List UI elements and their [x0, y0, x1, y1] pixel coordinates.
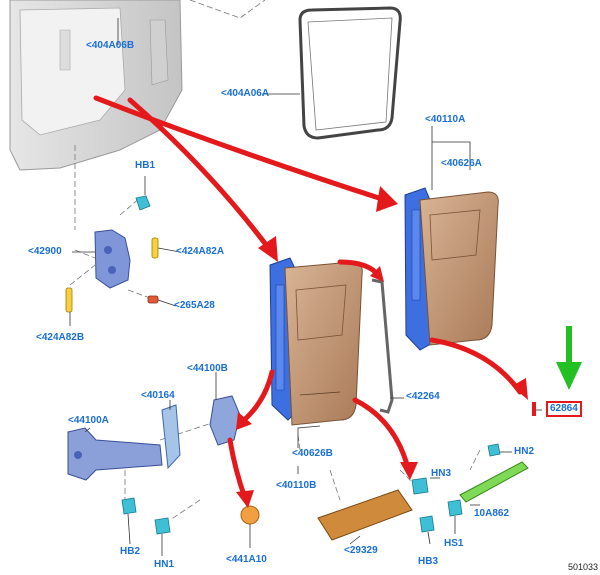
callout-424a82b[interactable]: <424A82B [36, 332, 85, 343]
callout-leaders [69, 18, 542, 556]
callout-40626a[interactable]: <40626A [441, 158, 482, 169]
callout-40626b[interactable]: <40626B [292, 448, 333, 459]
callout-hs1[interactable]: HS1 [444, 538, 464, 549]
green-indicator-arrow [556, 326, 582, 390]
callout-40164[interactable]: <40164 [141, 390, 175, 401]
callout-424a82a[interactable]: <424A82A [176, 246, 225, 257]
callout-hb1[interactable]: HB1 [135, 160, 156, 171]
bolt-yellow-a [151, 237, 159, 259]
door-assembly-left [269, 257, 363, 426]
callout-265a28[interactable]: <265A28 [174, 300, 215, 311]
bolt-yellow-b [65, 287, 73, 313]
callout-40110b[interactable]: <40110B [276, 480, 317, 491]
pin-red [147, 295, 159, 304]
callout-44100a[interactable]: <44100A [68, 415, 109, 426]
hinge-bracket-b [209, 395, 241, 446]
bumper-441a10 [240, 505, 260, 525]
callout-hb3[interactable]: HB3 [418, 556, 439, 567]
nut-hn1 [154, 517, 171, 535]
door-assembly-right [404, 187, 499, 351]
callout-hb2[interactable]: HB2 [120, 546, 141, 557]
flow-arrows [93, 95, 523, 501]
callout-441a10[interactable]: <441A10 [226, 554, 267, 565]
window-glass-seal [298, 6, 402, 140]
flow-arrowheads [236, 186, 528, 508]
callout-404a06a[interactable]: <404A06A [221, 88, 270, 99]
stud-hs1 [447, 499, 463, 517]
callout-42900[interactable]: <42900 [28, 246, 62, 257]
gasket-29329 [317, 489, 413, 541]
hinge-lower [67, 427, 163, 481]
callout-hn1[interactable]: HN1 [154, 559, 175, 570]
vehicle-rear-body [9, 0, 183, 171]
hinge-upper [94, 229, 131, 289]
screw-hb1 [135, 195, 151, 211]
door-seal-strip [371, 278, 394, 414]
callout-44100b[interactable]: <44100B [187, 363, 228, 374]
nut-hn2 [487, 443, 501, 457]
callout-62864[interactable]: 62864 [546, 401, 582, 417]
connector-62864 [532, 402, 536, 416]
screw-hb3 [419, 515, 435, 533]
screw-hb2 [121, 497, 137, 515]
callout-42264[interactable]: <42264 [406, 391, 440, 402]
callout-29329[interactable]: <29329 [344, 545, 378, 556]
callout-hn3[interactable]: HN3 [431, 468, 452, 479]
callout-hn2[interactable]: HN2 [514, 446, 535, 457]
figure-number: 501033 [568, 562, 599, 572]
bracket-40164 [161, 404, 181, 470]
callout-10a862[interactable]: 10A862 [474, 508, 510, 519]
callout-404a06b[interactable]: <404A06B [86, 40, 135, 51]
callout-40110a[interactable]: <40110A [425, 114, 466, 125]
trim-strip-10a862 [459, 461, 529, 503]
nut-hn3 [411, 477, 429, 495]
